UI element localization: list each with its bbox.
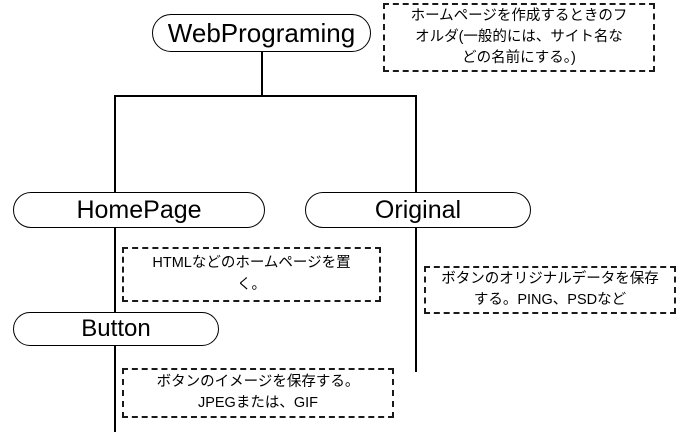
node-homepage-label: HomePage: [76, 195, 202, 224]
node-webprograming[interactable]: WebPrograming: [152, 14, 371, 52]
node-button[interactable]: Button: [13, 312, 219, 346]
node-webprograming-label: WebPrograming: [167, 18, 356, 48]
node-original-label: Original: [374, 195, 462, 224]
annotation-webprograming-text: ホームページを作成するときのフオルダ(一般的には、サイト名などの名前にする。): [410, 7, 628, 67]
annotation-webprograming: ホームページを作成するときのフオルダ(一般的には、サイト名などの名前にする。): [383, 3, 655, 72]
connector-root-stem: [261, 52, 263, 96]
annotation-button: ボタンのイメージを保存する。JPEGまたは、GIF: [122, 368, 394, 418]
connector-to-homepage: [114, 95, 116, 193]
connector-original-trunk: [415, 228, 417, 372]
annotation-homepage: HTMLなどのホームページを置く。: [122, 247, 381, 302]
annotation-original-text: ボタンのオリジナルデータを保存する。PING、PSDなど: [441, 270, 659, 308]
node-original[interactable]: Original: [305, 192, 531, 228]
connector-to-original: [415, 95, 417, 193]
annotation-button-text: ボタンのイメージを保存する。JPEGまたは、GIF: [156, 373, 360, 411]
annotation-original: ボタンのオリジナルデータを保存する。PING、PSDなど: [424, 266, 676, 314]
node-homepage[interactable]: HomePage: [13, 192, 265, 228]
node-button-label: Button: [81, 315, 151, 342]
connector-horizontal-bus: [114, 95, 416, 97]
annotation-homepage-text: HTMLなどのホームページを置く。: [152, 255, 351, 293]
